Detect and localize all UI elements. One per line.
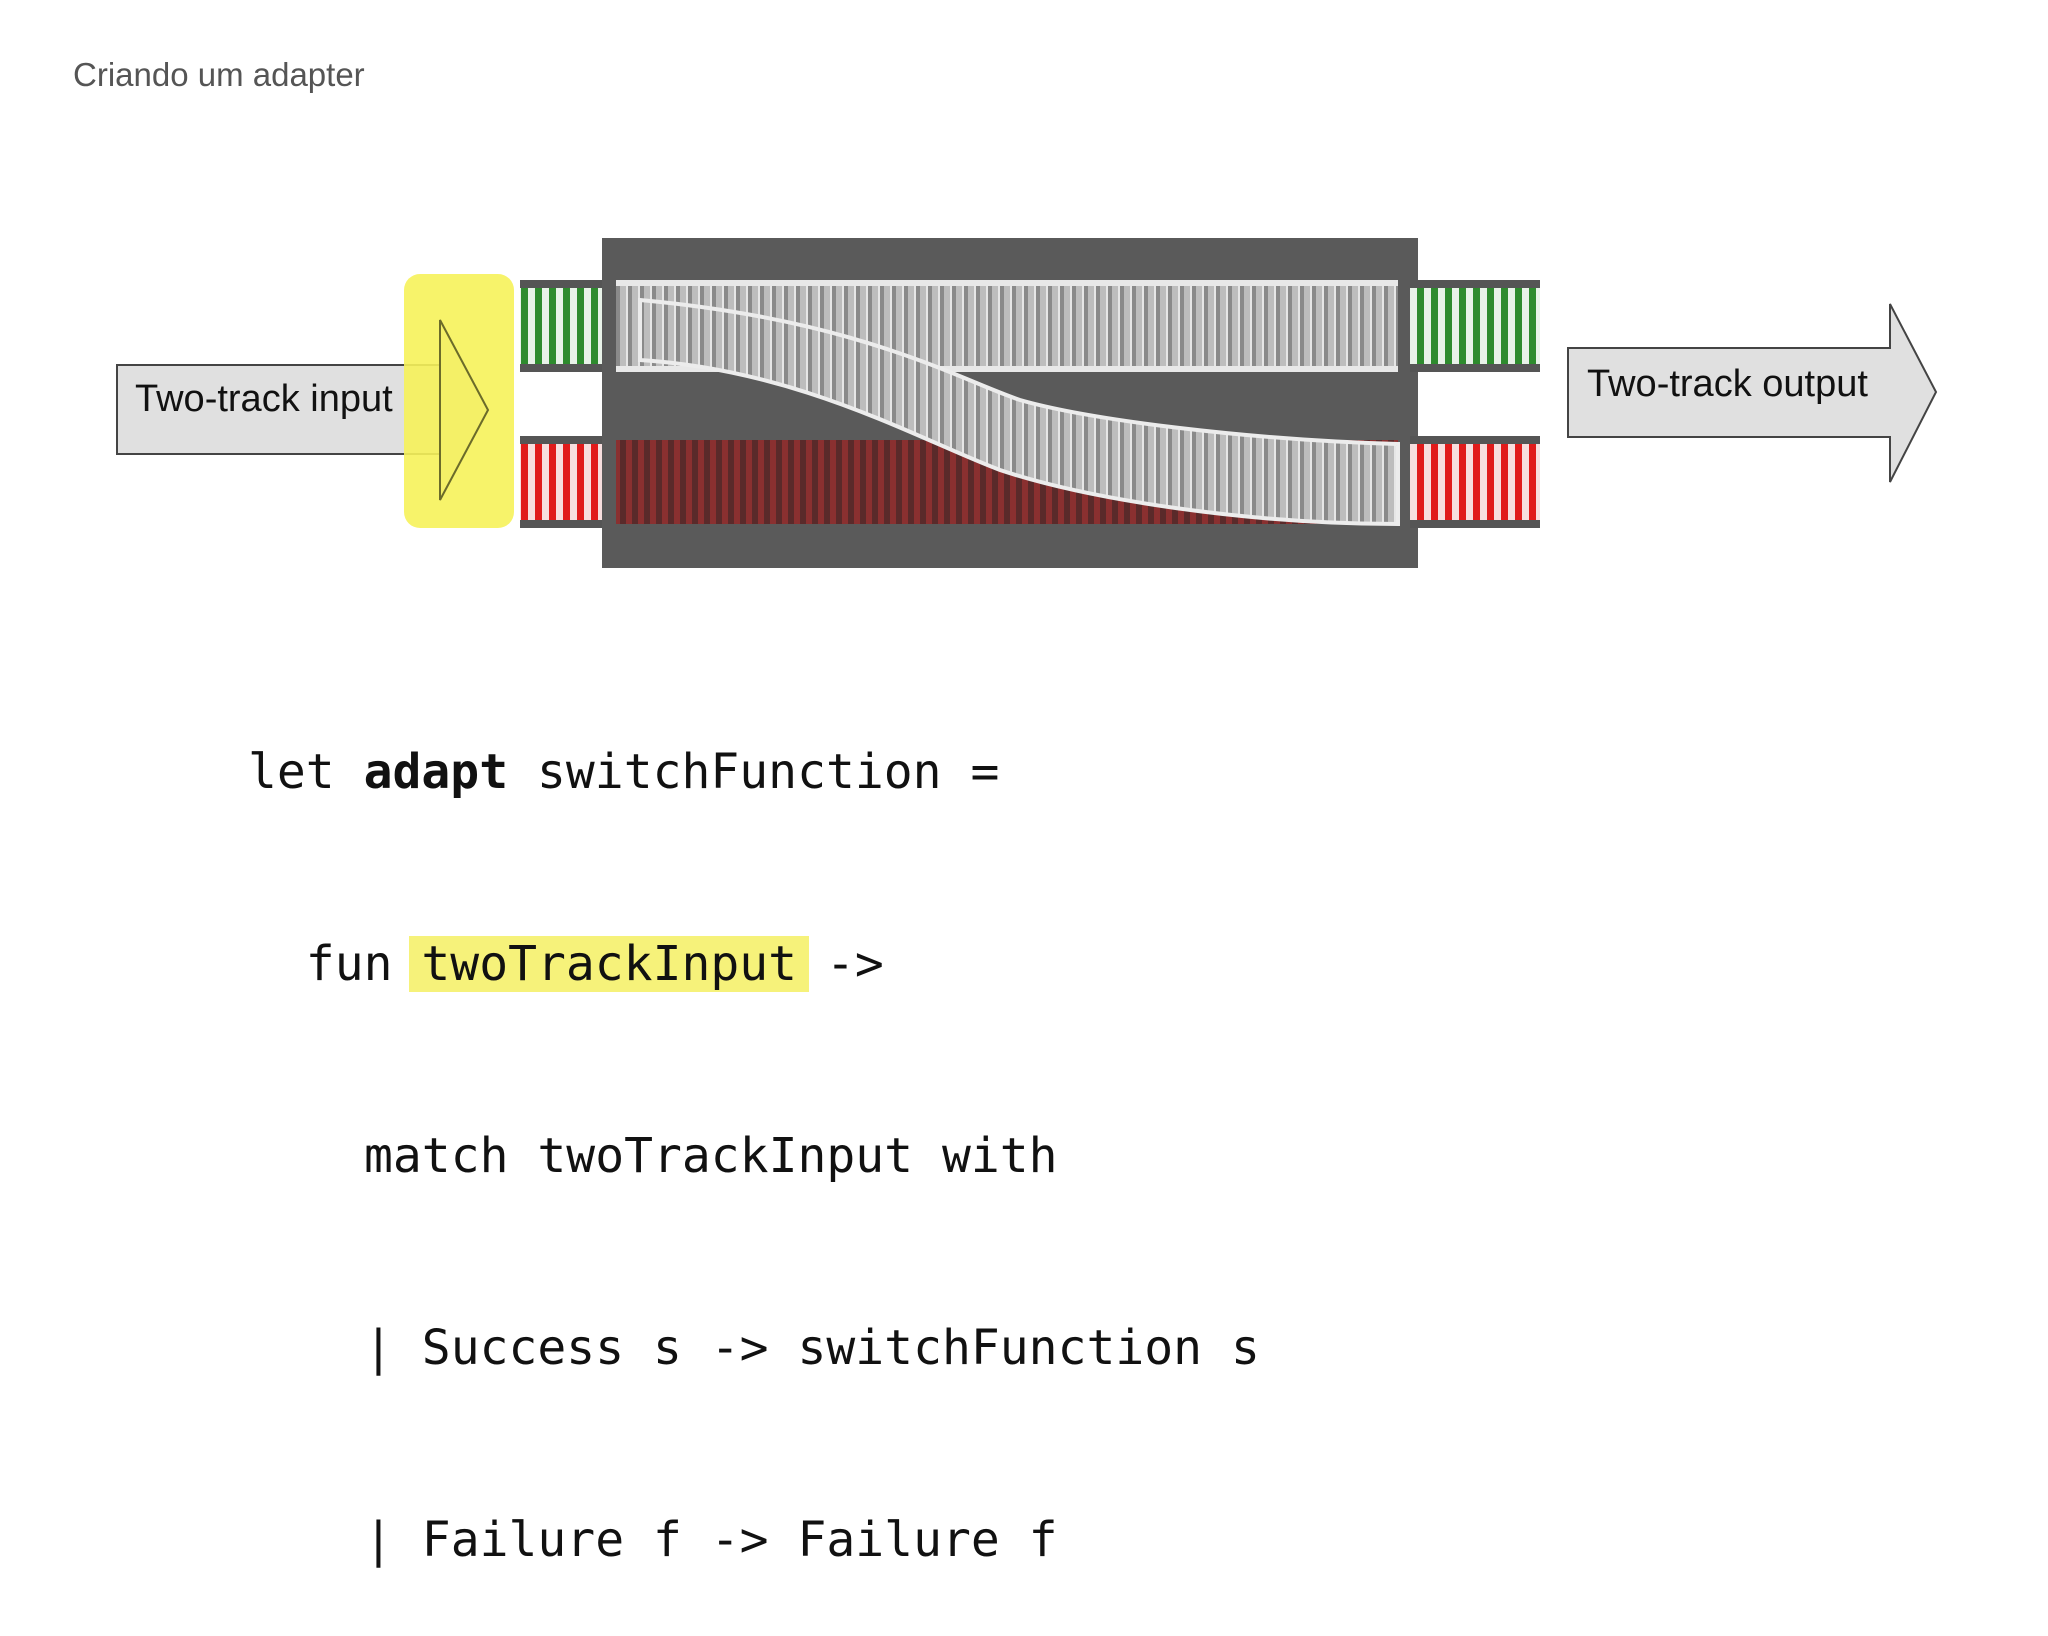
right-failure-track: [1410, 436, 1540, 528]
right-success-track: [1410, 280, 1540, 372]
adapter-highlight: [404, 274, 514, 528]
railway-switch-diagram: [116, 238, 1938, 568]
input-arrow-label: Two-track input: [135, 378, 393, 420]
code-line-3: match twoTrackInput with: [364, 1128, 1058, 1184]
code-line-1: let adapt switchFunction =: [248, 740, 1260, 804]
code-keyword-fun: fun: [305, 936, 422, 992]
switch-box: [602, 238, 1418, 568]
code-block: let adapt switchFunction = fun twoTrackI…: [248, 612, 1260, 1636]
left-success-track: [520, 280, 610, 372]
code-line-1-rest: switchFunction =: [508, 744, 1000, 800]
code-indent: [248, 936, 306, 992]
code-line-5: | Failure f -> Failure f: [364, 1512, 1058, 1568]
code-line-2: fun twoTrackInput ->: [248, 932, 1260, 996]
code-function-name: adapt: [363, 744, 509, 800]
output-arrow: [1567, 303, 1938, 483]
output-arrow-label: Two-track output: [1587, 363, 1868, 405]
left-failure-track: [520, 436, 610, 528]
code-arrow: ->: [797, 936, 884, 992]
slide-title: Criando um adapter: [73, 56, 365, 93]
code-highlighted-param: twoTrackInput: [409, 936, 810, 992]
code-keyword-let: let: [248, 744, 364, 800]
code-line-4: | Success s -> switchFunction s: [364, 1320, 1260, 1376]
